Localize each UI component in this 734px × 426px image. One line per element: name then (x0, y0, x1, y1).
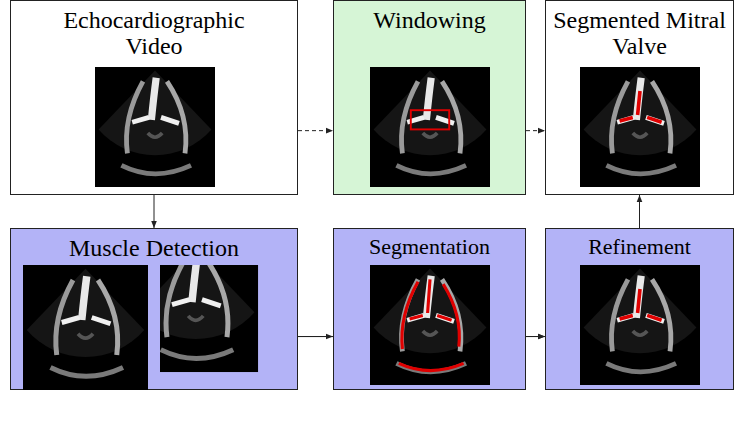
process-box: Refinement (545, 228, 734, 390)
flow-arrow (526, 130, 545, 131)
box-title: Segmentation (335, 235, 525, 259)
echo-image (95, 67, 215, 187)
process-box: Segmentation (333, 228, 526, 390)
box-title: Echocardiographic Video (54, 7, 254, 60)
box-title: Windowing (337, 7, 522, 33)
flow-arrow (154, 195, 155, 228)
flow-arrow (639, 195, 640, 228)
process-box: Windowing (333, 0, 526, 195)
echo-image (160, 265, 285, 390)
echo-image (580, 67, 700, 187)
echo-image (580, 265, 700, 385)
box-title: Segmented Mitral Valve (550, 7, 730, 60)
output-box: Segmented Mitral Valve (545, 0, 734, 195)
flow-arrow (298, 130, 333, 131)
process-box: Muscle Detection (10, 228, 298, 390)
echo-image (23, 265, 148, 390)
echo-image (370, 265, 490, 385)
input-box: Echocardiographic Video (10, 0, 298, 195)
box-title: Refinement (546, 235, 733, 259)
box-title: Muscle Detection (14, 235, 294, 261)
echo-image (370, 67, 490, 187)
